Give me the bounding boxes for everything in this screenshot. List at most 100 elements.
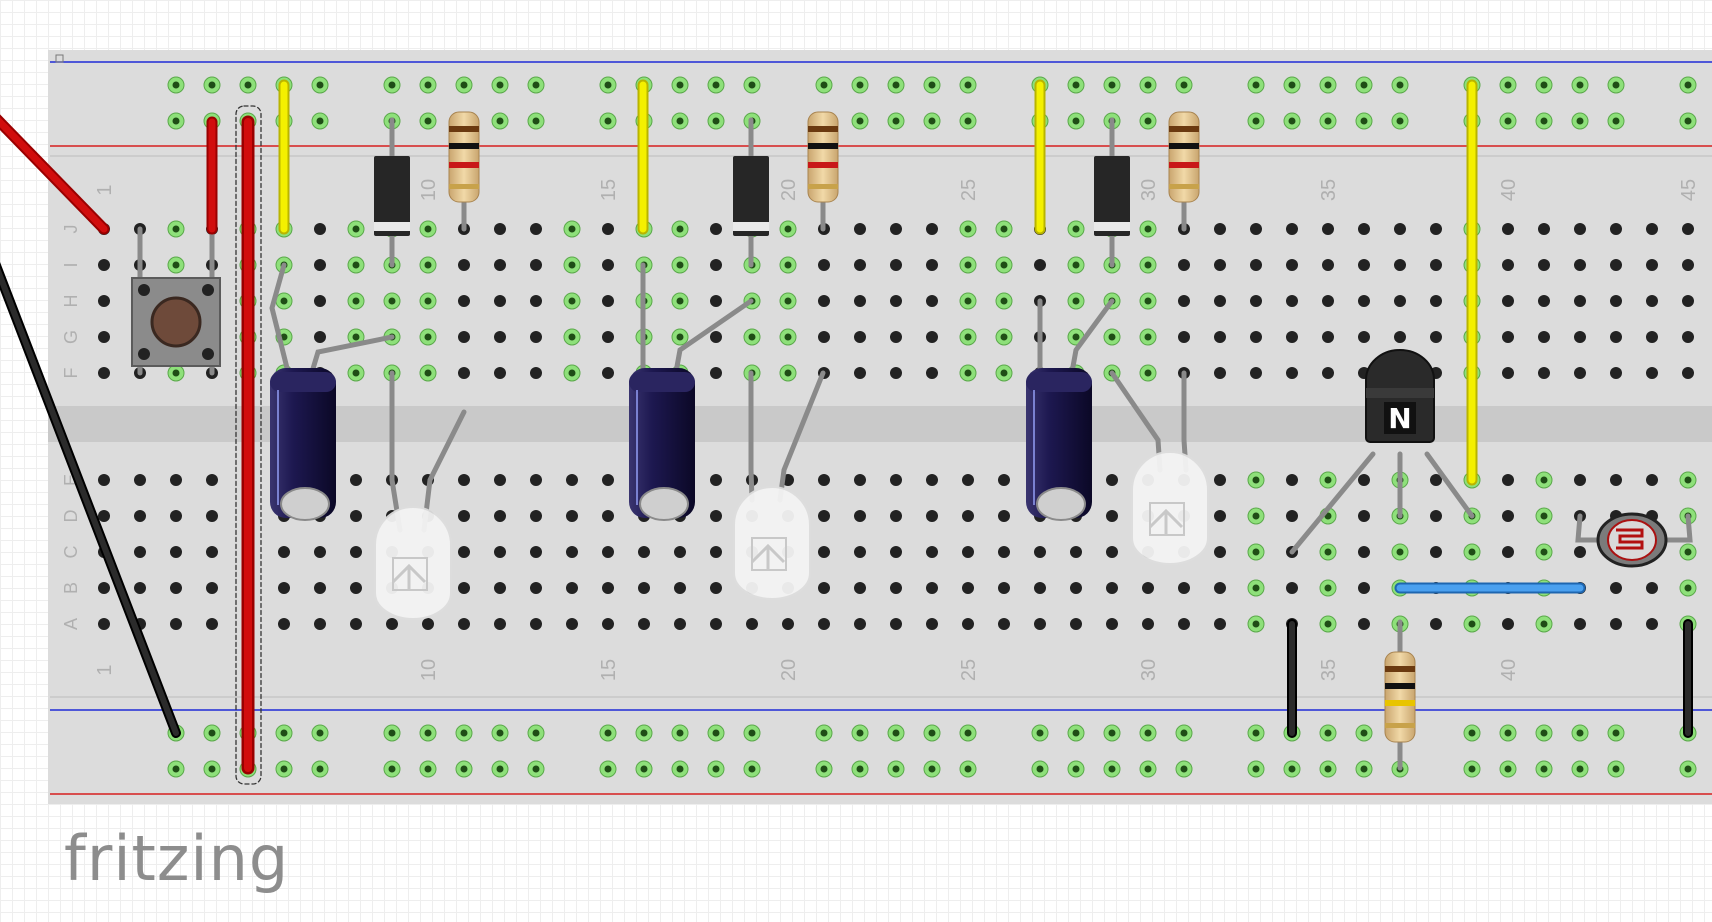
terminal-hole-bottom[interactable]: [1034, 546, 1046, 558]
terminal-hole-top[interactable]: [1250, 259, 1262, 271]
terminal-hole-top[interactable]: [1286, 295, 1298, 307]
terminal-hole-top[interactable]: [710, 295, 722, 307]
terminal-hole-bottom[interactable]: [926, 474, 938, 486]
terminal-hole-bottom[interactable]: [134, 474, 146, 486]
terminal-hole-top[interactable]: [710, 367, 722, 379]
terminal-hole-bottom[interactable]: [602, 510, 614, 522]
terminal-hole-bottom[interactable]: [710, 474, 722, 486]
terminal-hole-bottom[interactable]: [1106, 618, 1118, 630]
terminal-hole-bottom[interactable]: [1214, 546, 1226, 558]
terminal-hole-bottom[interactable]: [926, 618, 938, 630]
terminal-hole-top[interactable]: [1502, 223, 1514, 235]
terminal-hole-bottom[interactable]: [278, 546, 290, 558]
terminal-hole-bottom[interactable]: [350, 546, 362, 558]
terminal-hole-bottom[interactable]: [1358, 510, 1370, 522]
terminal-hole-bottom[interactable]: [890, 546, 902, 558]
terminal-hole-top[interactable]: [1538, 367, 1550, 379]
terminal-hole-bottom[interactable]: [1070, 582, 1082, 594]
terminal-hole-top[interactable]: [1502, 367, 1514, 379]
terminal-hole-bottom[interactable]: [1502, 546, 1514, 558]
terminal-hole-bottom[interactable]: [818, 546, 830, 558]
terminal-hole-bottom[interactable]: [710, 546, 722, 558]
terminal-hole-bottom[interactable]: [1070, 618, 1082, 630]
terminal-hole-bottom[interactable]: [674, 546, 686, 558]
terminal-hole-bottom[interactable]: [998, 474, 1010, 486]
terminal-hole-bottom[interactable]: [1034, 582, 1046, 594]
terminal-hole-bottom[interactable]: [1646, 474, 1658, 486]
terminal-hole-top[interactable]: [1322, 367, 1334, 379]
wires[interactable]: [0, 79, 1693, 785]
terminal-hole-bottom[interactable]: [170, 510, 182, 522]
terminal-hole-bottom[interactable]: [1358, 474, 1370, 486]
terminal-hole-top[interactable]: [890, 259, 902, 271]
terminal-hole-top[interactable]: [890, 367, 902, 379]
terminal-hole-bottom[interactable]: [494, 474, 506, 486]
terminal-hole-bottom[interactable]: [458, 546, 470, 558]
terminal-hole-bottom[interactable]: [962, 546, 974, 558]
terminal-hole-top[interactable]: [1502, 331, 1514, 343]
terminal-hole-top[interactable]: [1646, 367, 1658, 379]
terminal-hole-top[interactable]: [1610, 331, 1622, 343]
terminal-hole-bottom[interactable]: [818, 618, 830, 630]
terminal-hole-top[interactable]: [1286, 223, 1298, 235]
terminal-hole-top[interactable]: [818, 331, 830, 343]
terminal-hole-bottom[interactable]: [638, 582, 650, 594]
terminal-hole-bottom[interactable]: [1358, 618, 1370, 630]
terminal-hole-top[interactable]: [530, 331, 542, 343]
terminal-hole-bottom[interactable]: [1502, 474, 1514, 486]
terminal-hole-bottom[interactable]: [1286, 582, 1298, 594]
terminal-hole-top[interactable]: [926, 331, 938, 343]
terminal-hole-top[interactable]: [314, 331, 326, 343]
terminal-hole-top[interactable]: [530, 295, 542, 307]
terminal-hole-bottom[interactable]: [1142, 582, 1154, 594]
terminal-hole-bottom[interactable]: [530, 582, 542, 594]
terminal-hole-bottom[interactable]: [1214, 582, 1226, 594]
terminal-hole-top[interactable]: [1394, 295, 1406, 307]
terminal-hole-bottom[interactable]: [1214, 618, 1226, 630]
terminal-hole-bottom[interactable]: [746, 618, 758, 630]
push-button[interactable]: [131, 277, 221, 367]
terminal-hole-top[interactable]: [1214, 295, 1226, 307]
terminal-hole-top[interactable]: [854, 259, 866, 271]
terminal-hole-bottom[interactable]: [1358, 582, 1370, 594]
terminal-hole-top[interactable]: [1646, 223, 1658, 235]
terminal-hole-top[interactable]: [1682, 259, 1694, 271]
terminal-hole-bottom[interactable]: [314, 546, 326, 558]
terminal-hole-bottom[interactable]: [962, 510, 974, 522]
terminal-hole-top[interactable]: [1394, 259, 1406, 271]
terminal-hole-top[interactable]: [854, 223, 866, 235]
terminal-hole-bottom[interactable]: [458, 618, 470, 630]
terminal-hole-top[interactable]: [458, 367, 470, 379]
terminal-hole-top[interactable]: [494, 295, 506, 307]
terminal-hole-bottom[interactable]: [206, 546, 218, 558]
photoresistor[interactable]: [1596, 512, 1668, 568]
terminal-hole-bottom[interactable]: [782, 618, 794, 630]
terminal-hole-top[interactable]: [890, 331, 902, 343]
terminal-hole-bottom[interactable]: [134, 510, 146, 522]
terminal-hole-bottom[interactable]: [854, 618, 866, 630]
terminal-hole-bottom[interactable]: [566, 618, 578, 630]
terminal-hole-bottom[interactable]: [1286, 474, 1298, 486]
terminal-hole-top[interactable]: [926, 367, 938, 379]
terminal-hole-top[interactable]: [854, 367, 866, 379]
terminal-hole-top[interactable]: [530, 259, 542, 271]
terminal-hole-bottom[interactable]: [494, 510, 506, 522]
terminal-hole-bottom[interactable]: [890, 618, 902, 630]
terminal-hole-top[interactable]: [1538, 295, 1550, 307]
terminal-hole-bottom[interactable]: [566, 510, 578, 522]
terminal-hole-top[interactable]: [1682, 295, 1694, 307]
terminal-hole-top[interactable]: [458, 295, 470, 307]
terminal-hole-bottom[interactable]: [1574, 546, 1586, 558]
terminal-hole-bottom[interactable]: [530, 546, 542, 558]
terminal-hole-top[interactable]: [1358, 223, 1370, 235]
terminal-hole-top[interactable]: [1178, 295, 1190, 307]
terminal-hole-bottom[interactable]: [1178, 582, 1190, 594]
terminal-hole-top[interactable]: [818, 259, 830, 271]
terminal-hole-top[interactable]: [1214, 331, 1226, 343]
terminal-hole-top[interactable]: [710, 331, 722, 343]
terminal-hole-bottom[interactable]: [494, 582, 506, 594]
terminal-hole-top[interactable]: [314, 295, 326, 307]
terminal-hole-bottom[interactable]: [1106, 582, 1118, 594]
terminal-hole-top[interactable]: [1610, 295, 1622, 307]
